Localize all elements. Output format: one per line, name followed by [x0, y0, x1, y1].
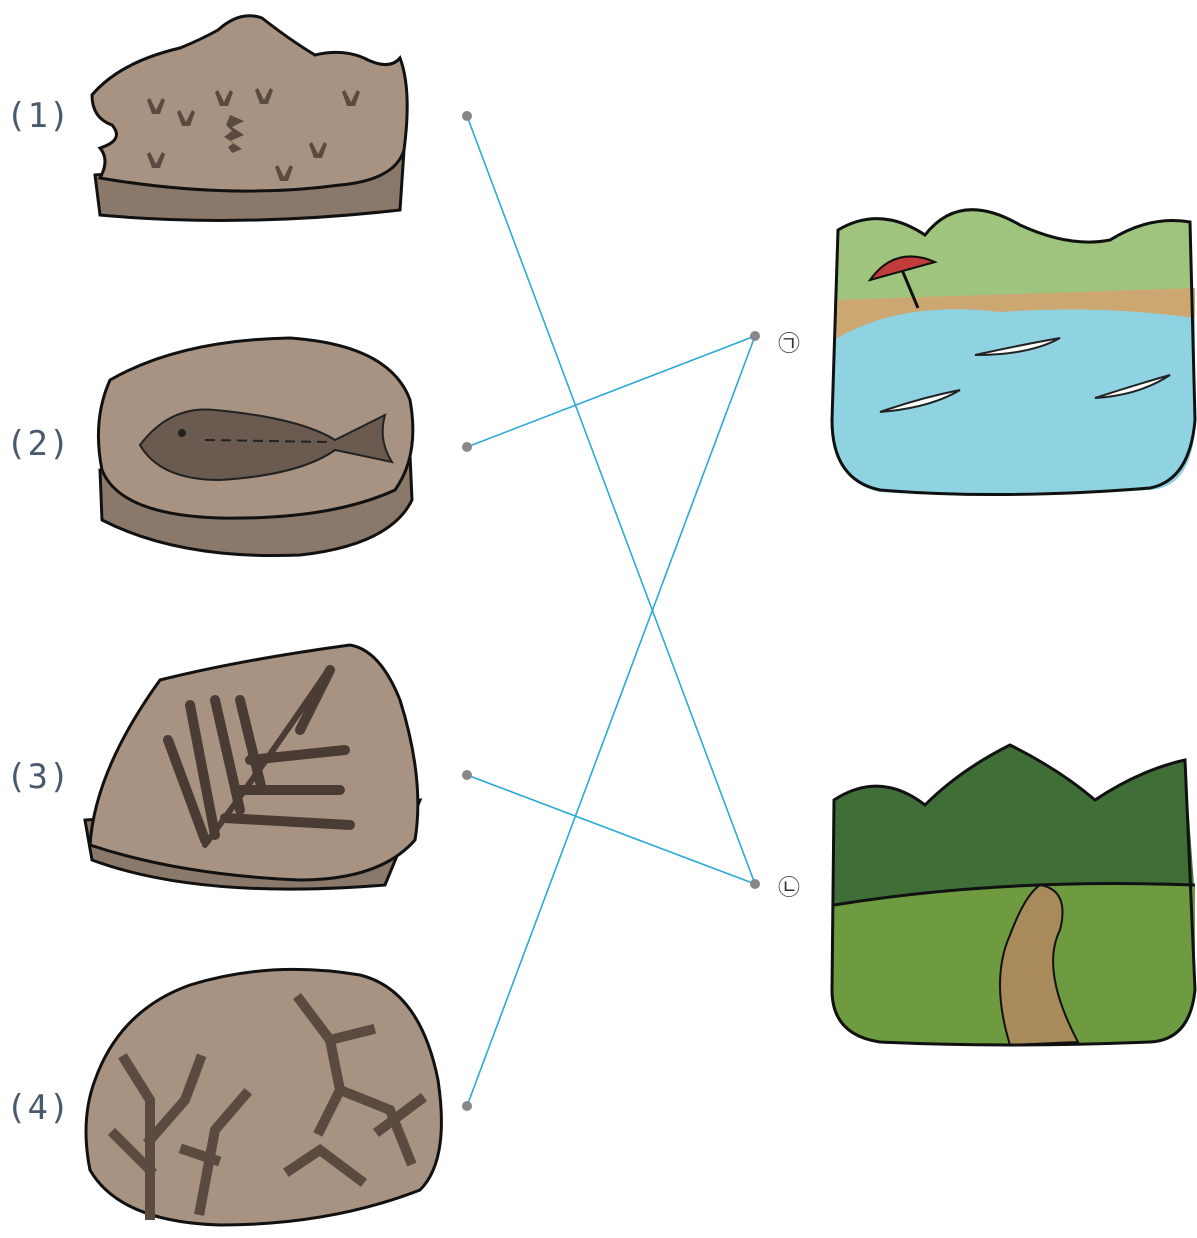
connector-line-1	[466, 115, 756, 885]
fish-fossil	[96, 336, 415, 558]
footprint-fossil	[90, 14, 409, 222]
connector-dot[interactable]	[750, 879, 760, 889]
connector-dots	[462, 111, 760, 1111]
land-mountain-path-scene	[830, 743, 1197, 1047]
connector-dot[interactable]	[462, 1101, 472, 1111]
label-4: (4)	[6, 1088, 71, 1128]
connector-dot[interactable]	[462, 442, 472, 452]
connector-dot[interactable]	[462, 111, 472, 121]
connector-dot[interactable]	[750, 331, 760, 341]
connector-lines	[466, 115, 756, 1107]
label-1: (1)	[6, 96, 71, 136]
connector-line-3	[466, 774, 756, 885]
connector-line-4	[466, 335, 756, 1107]
label-2: (2)	[6, 424, 71, 464]
label-giyeok: ㉠	[778, 332, 801, 357]
connector-dot[interactable]	[462, 770, 472, 780]
fern-fossil	[83, 643, 423, 891]
coral-fossil	[84, 967, 443, 1227]
sea-beach-scene	[830, 208, 1197, 497]
label-nieun: ㉡	[778, 876, 801, 901]
label-3: (3)	[6, 757, 71, 797]
connector-line-2	[466, 335, 756, 448]
